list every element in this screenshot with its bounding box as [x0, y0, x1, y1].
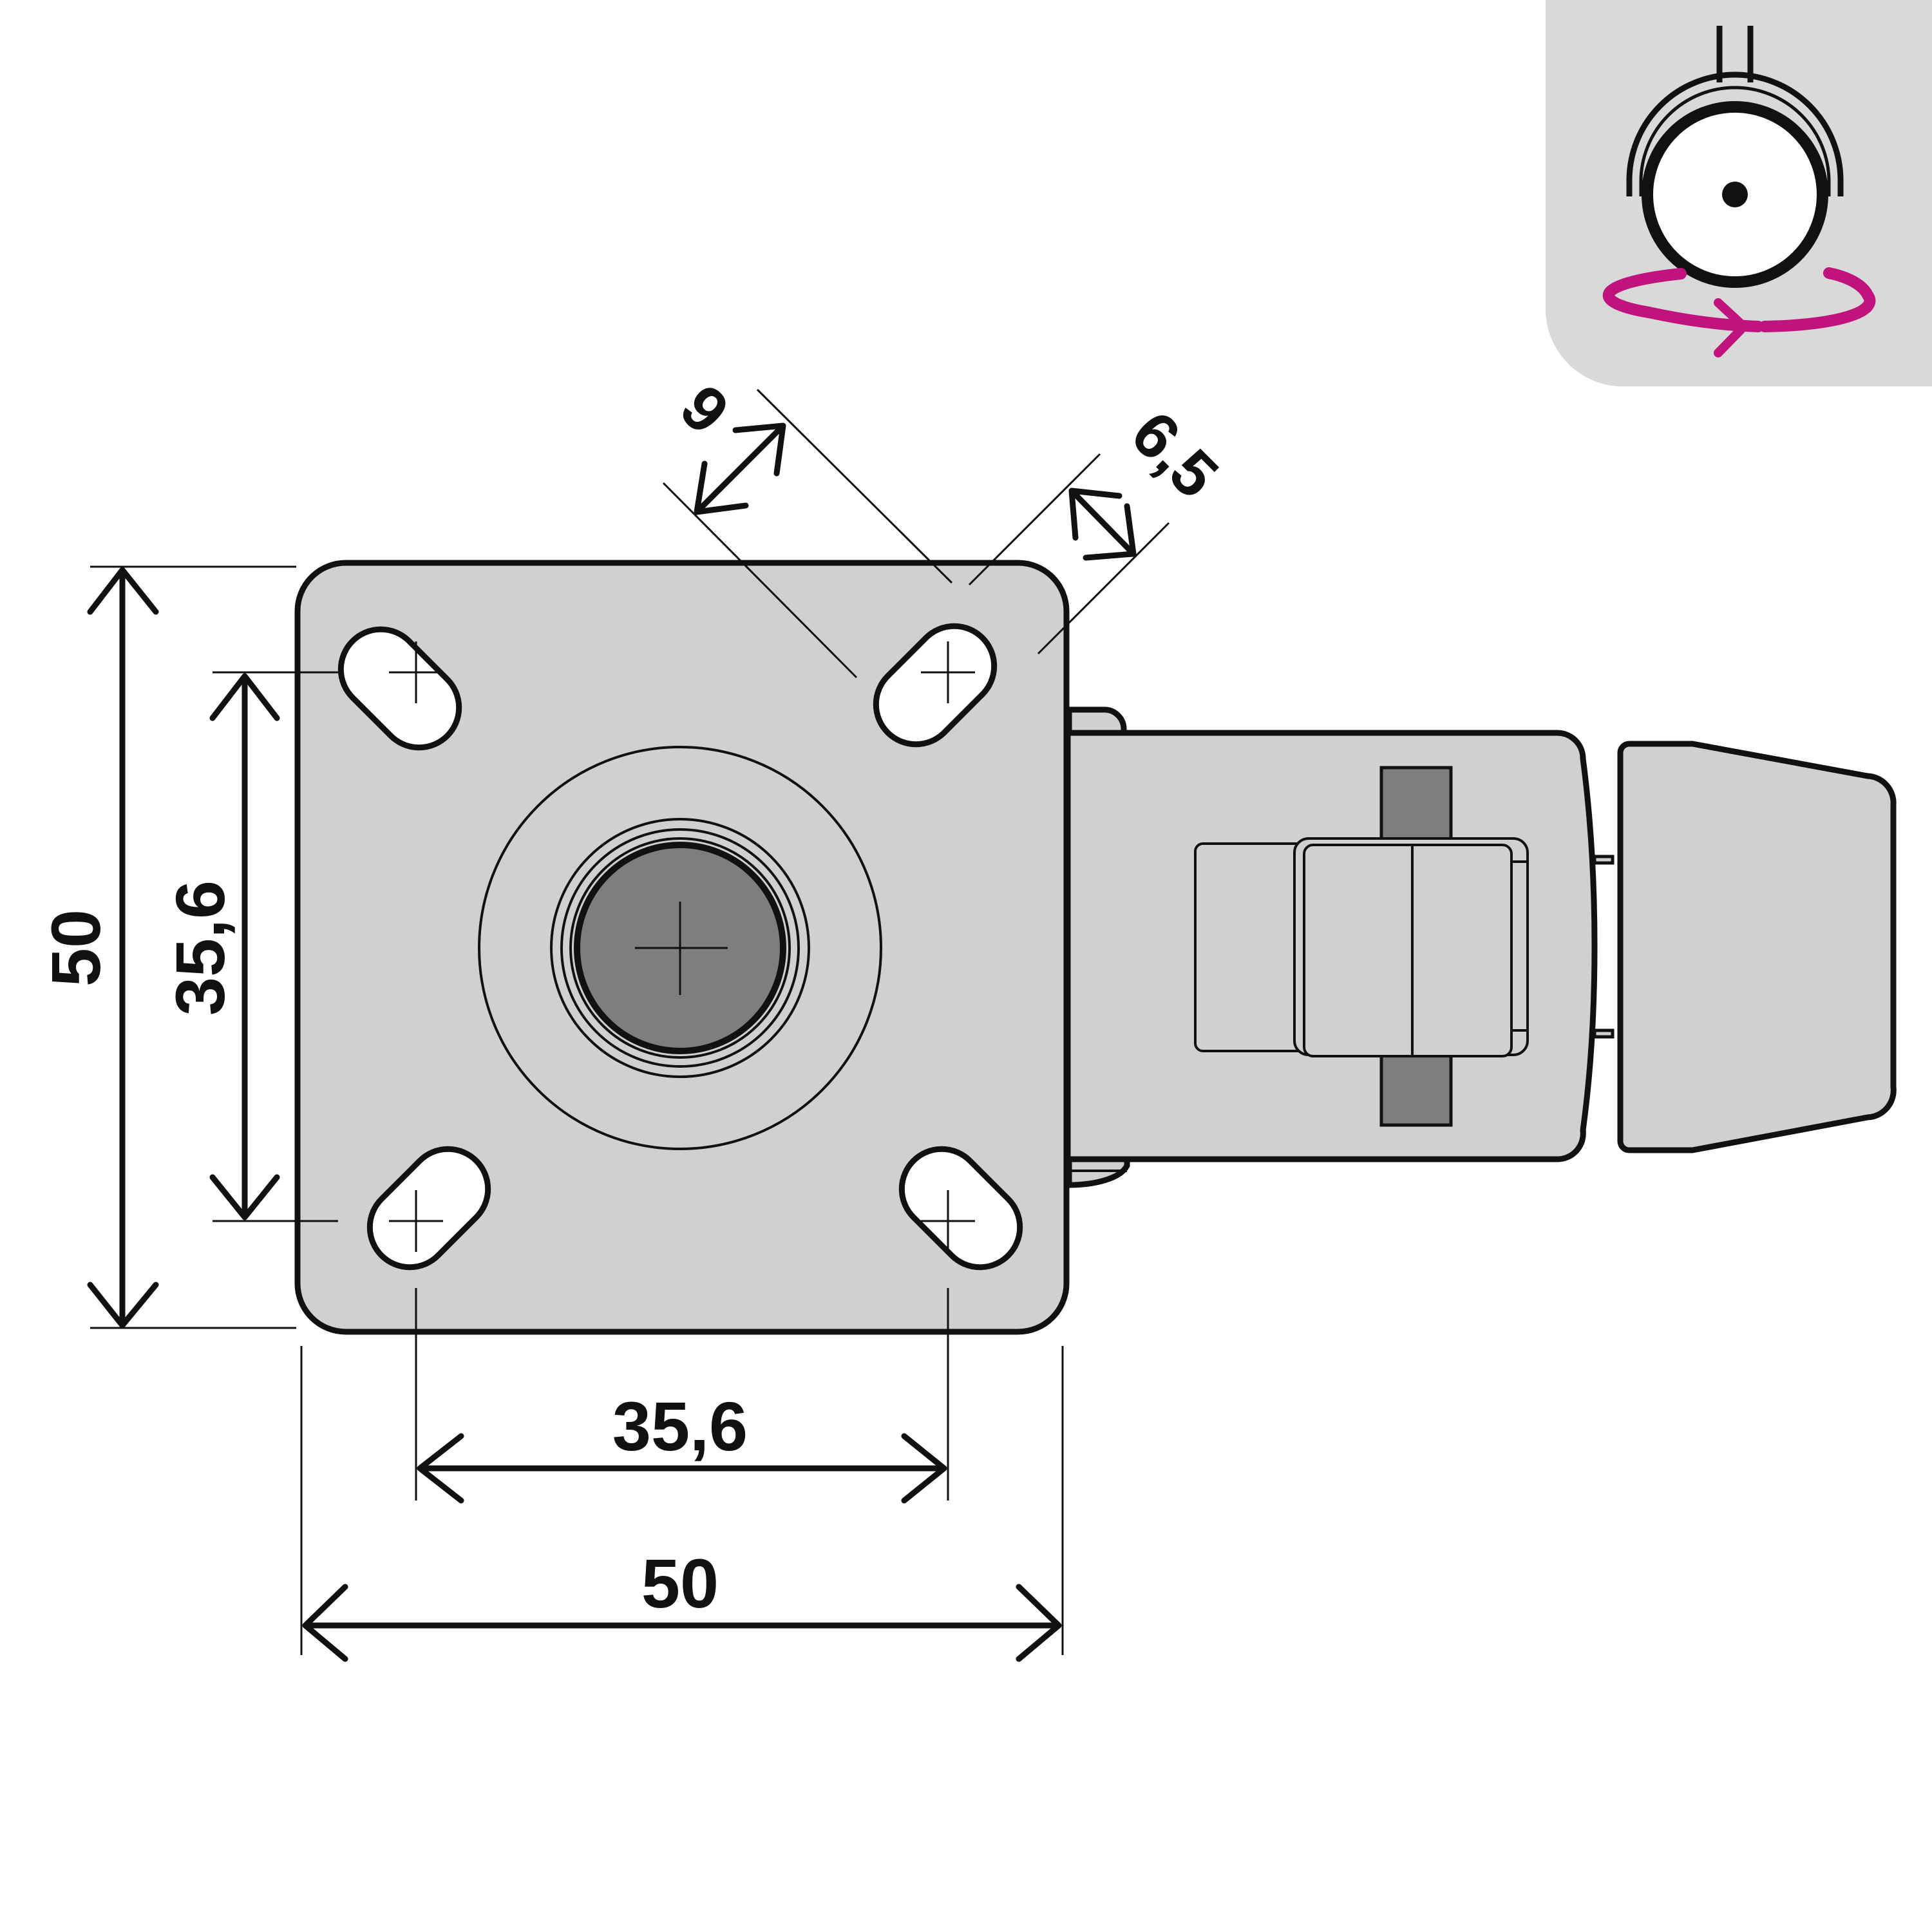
mounting-slot-bottom-right — [898, 1146, 1023, 1271]
rotation-arrow-icon — [1602, 267, 1876, 357]
caster-fork-icon — [1626, 71, 1844, 196]
brake-pedal — [1617, 741, 1897, 1153]
dimension-slot-width — [968, 453, 1170, 655]
mounting-slot-top-left — [0, 0, 52, 52]
brake-tab-top — [1066, 706, 1127, 733]
top-mounting-plate — [0, 0, 1070, 1335]
dimension-label-slot-length: 9 — [667, 372, 743, 448]
dimension-width-total — [300, 1346, 1064, 1662]
caster-side-assembly — [1065, 706, 1897, 1188]
dimension-height-holes — [209, 671, 338, 1222]
mounting-slot-bottom-left — [366, 1146, 491, 1271]
dimension-label-width-holes: 35,6 — [612, 1387, 748, 1465]
wheel-axle-dot — [1722, 182, 1748, 207]
dimension-slot-length — [662, 388, 953, 679]
dimension-label-width-total: 50 — [641, 1544, 719, 1622]
dimension-label-slot-width: 6,5 — [1117, 397, 1231, 511]
dimension-width-holes — [415, 1288, 949, 1504]
mounting-slot-top-right — [873, 623, 998, 748]
dimension-label-height-holes: 35,6 — [161, 880, 239, 1016]
mounting-slot-top-left — [337, 626, 462, 751]
swivel-caster-rotation-icon — [1546, 0, 1932, 386]
dimension-label-height-total: 50 — [37, 909, 115, 987]
dimension-height-total — [87, 565, 296, 1329]
